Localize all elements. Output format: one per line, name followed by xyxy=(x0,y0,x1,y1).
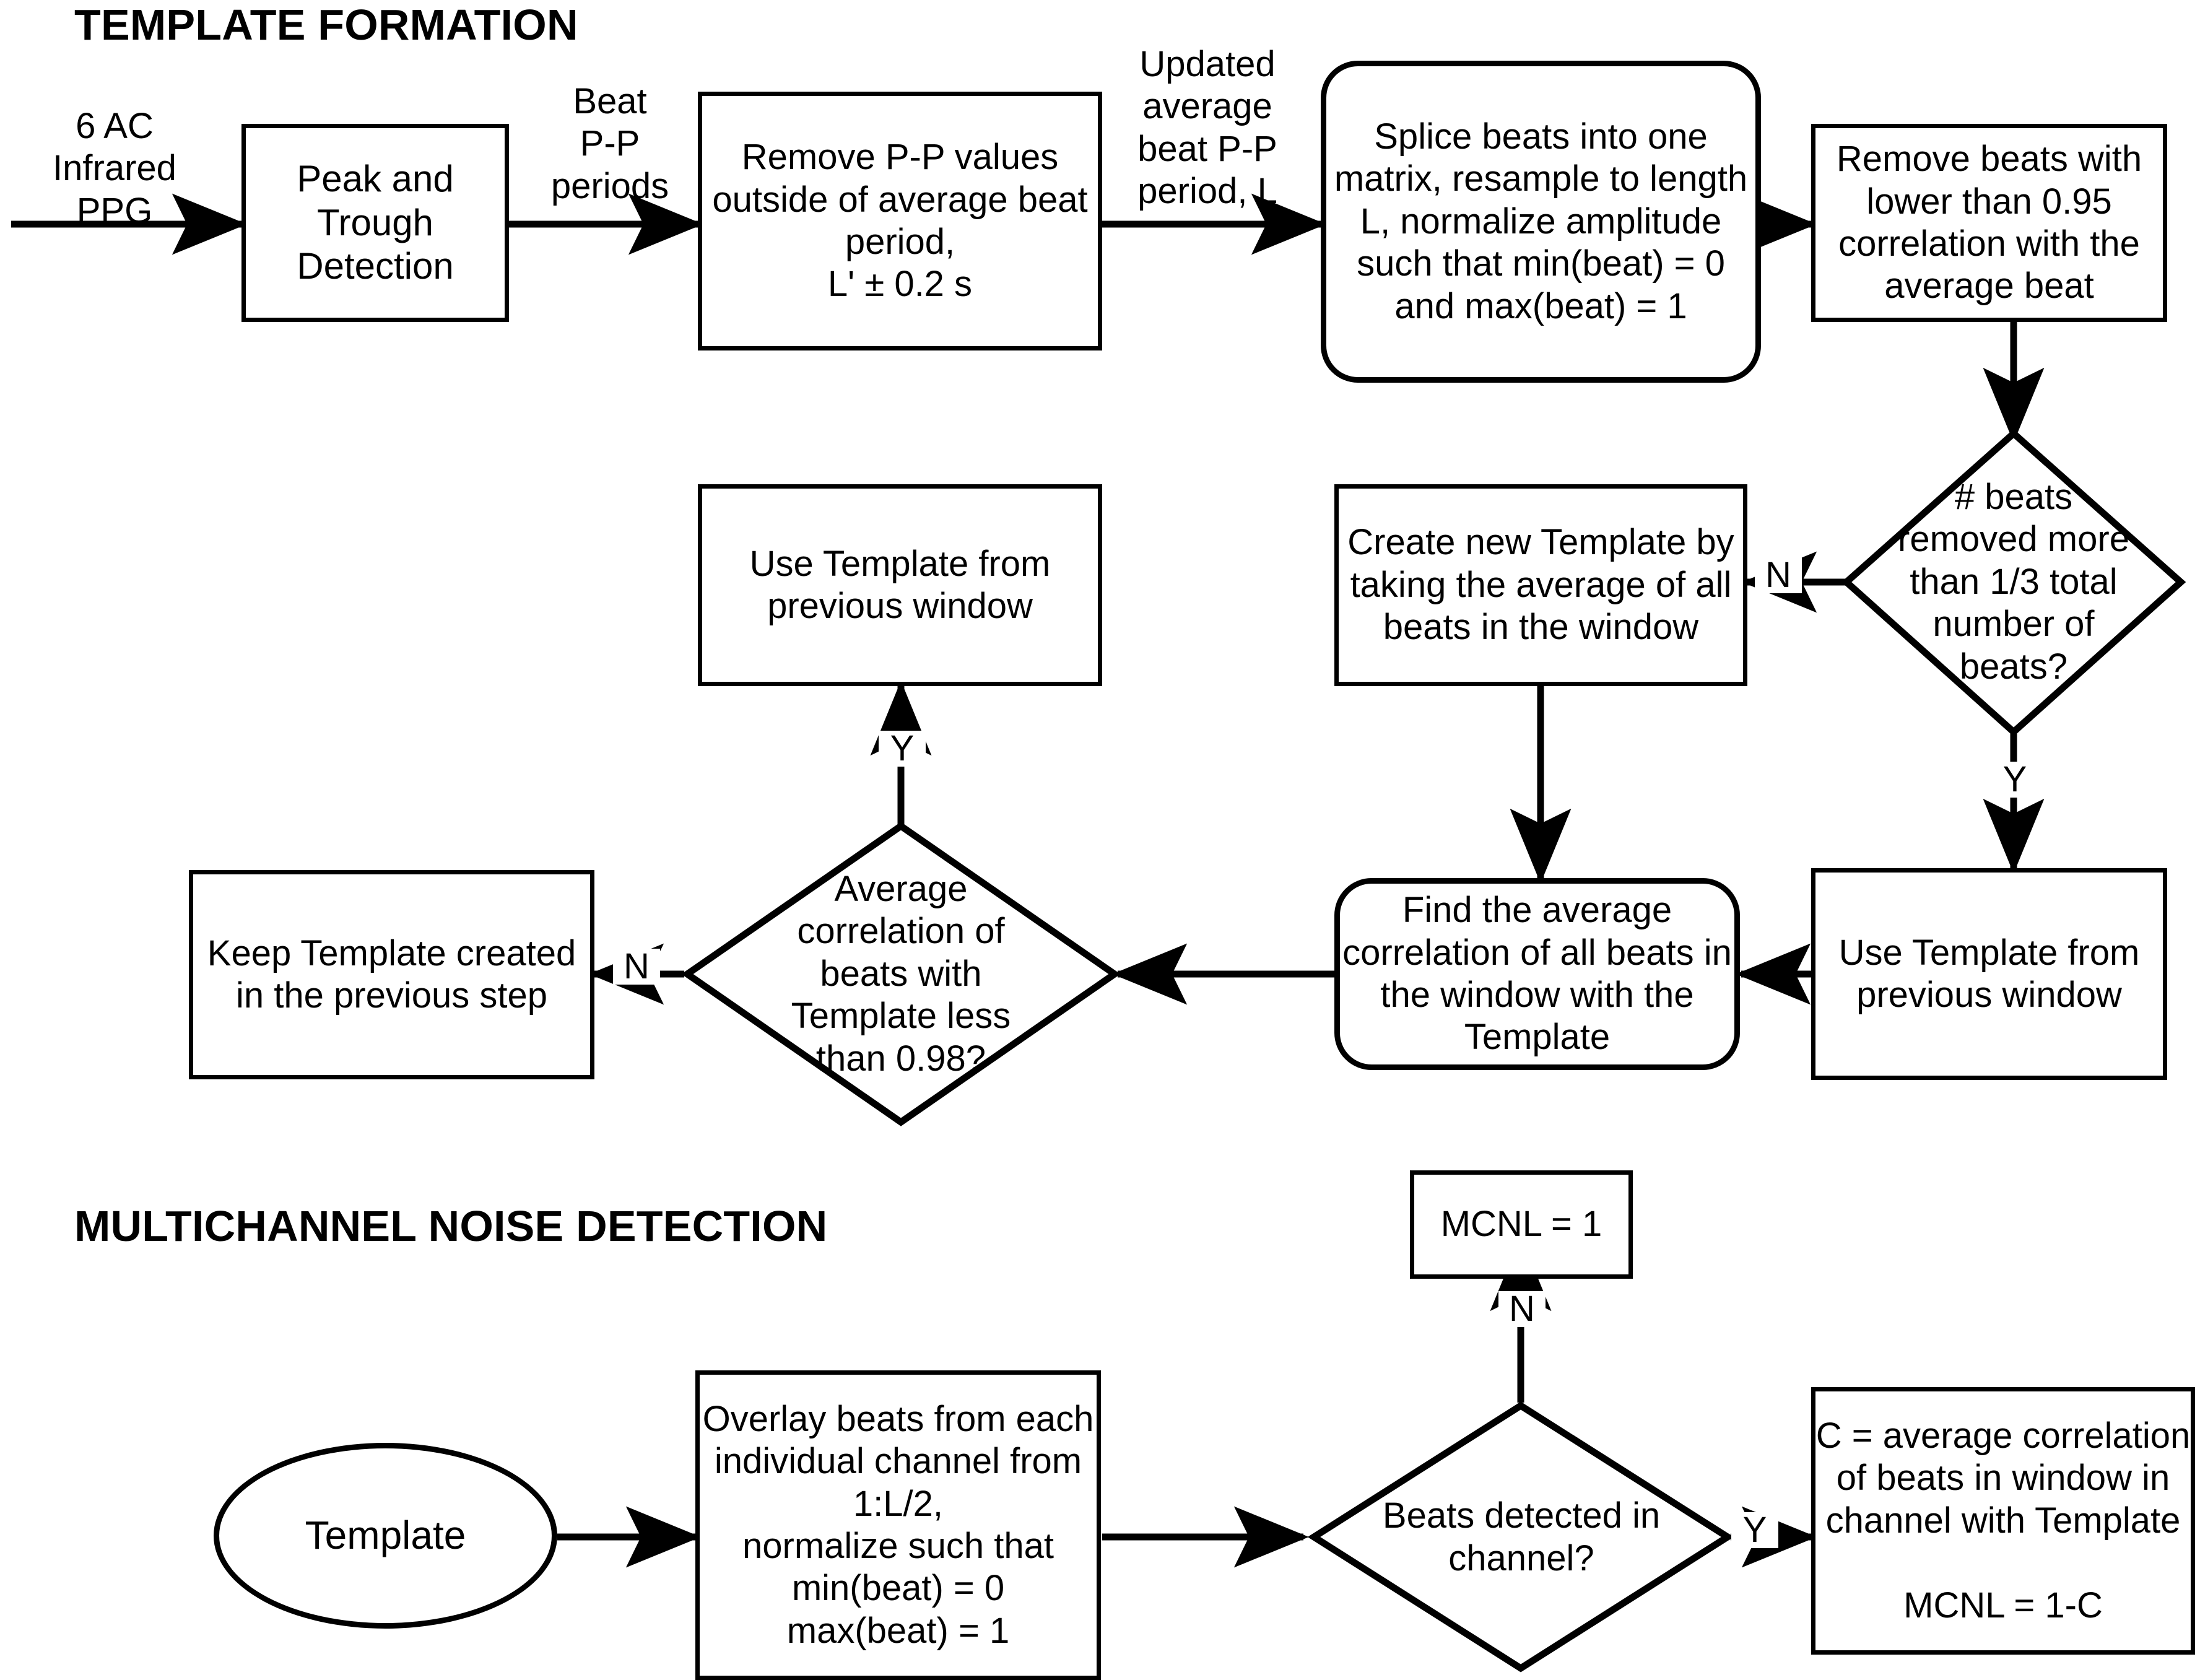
edge-label-beats-removed-yes: Y xyxy=(1991,762,2038,798)
section-title-multichannel-noise-detection: MULTICHANNEL NOISE DETECTION xyxy=(74,1202,828,1250)
node-template-start[interactable]: Template xyxy=(214,1443,557,1629)
decision-average-correlation-label[interactable]: Average correlation of beats with Templa… xyxy=(791,868,1011,1079)
section-title-template-formation: TEMPLATE FORMATION xyxy=(74,1,578,49)
decision-beats-detected-label[interactable]: Beats detected in channel? xyxy=(1382,1495,1661,1578)
decision-beats-removed-label[interactable]: # beats removed more than 1/3 total numb… xyxy=(1898,476,2129,687)
edge-label-beats-detected-no: N xyxy=(1498,1291,1546,1327)
node-use-template-previous-window-middle[interactable]: Use Template from previous window xyxy=(698,484,1102,686)
edge-label-beats-detected-yes: Y xyxy=(1731,1512,1778,1548)
node-remove-pp-values[interactable]: Remove P-P values outside of average bea… xyxy=(698,92,1102,350)
node-mcnl-equals-one[interactable]: MCNL = 1 xyxy=(1410,1170,1633,1279)
edge-label-avg-correlation-yes: Y xyxy=(879,731,926,767)
label-input-signal: 6 AC Infrared PPG xyxy=(53,106,176,231)
node-find-average-correlation[interactable]: Find the average correlation of all beat… xyxy=(1334,878,1740,1070)
edge-label-beats-removed-no: N xyxy=(1755,557,1802,593)
node-overlay-beats[interactable]: Overlay beats from each individual chann… xyxy=(695,1370,1101,1680)
label-updated-average-period: Updated average beat P-P period, L xyxy=(1137,44,1277,212)
edge-label-avg-correlation-no: N xyxy=(613,949,660,985)
node-peak-trough-detection[interactable]: Peak and Trough Detection xyxy=(241,124,509,322)
label-beat-pp-periods: Beat P-P periods xyxy=(550,81,669,206)
node-use-template-previous-window-right[interactable]: Use Template from previous window xyxy=(1811,868,2167,1080)
node-mcnl-calculation[interactable]: C = average correlation of beats in wind… xyxy=(1811,1387,2195,1655)
node-splice-beats[interactable]: Splice beats into one matrix, resample t… xyxy=(1321,61,1761,383)
node-keep-template-created[interactable]: Keep Template created in the previous st… xyxy=(189,870,594,1079)
node-create-new-template[interactable]: Create new Template by taking the averag… xyxy=(1334,484,1747,686)
node-remove-low-correlation-beats[interactable]: Remove beats with lower than 0.95 correl… xyxy=(1811,124,2167,322)
